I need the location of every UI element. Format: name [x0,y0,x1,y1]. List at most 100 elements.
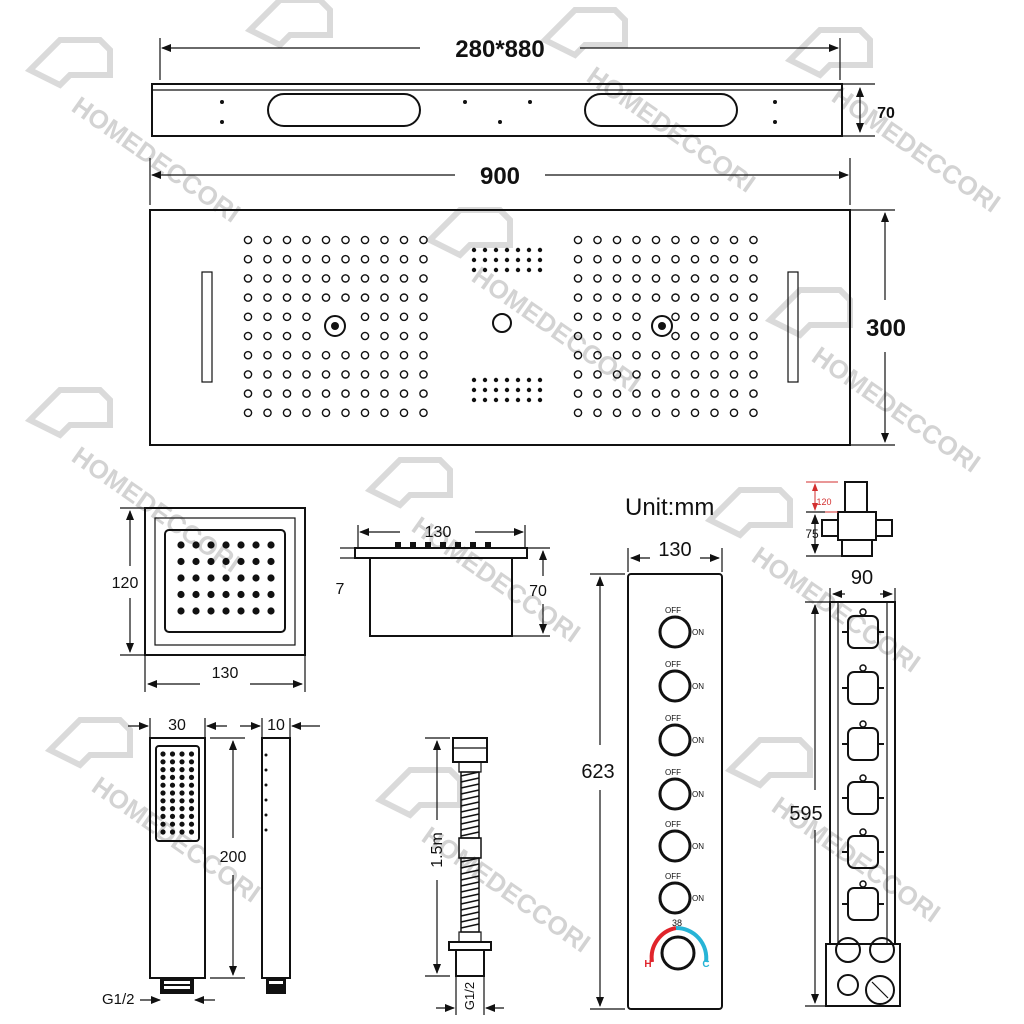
jet-nozzle [177,541,185,549]
jet-nozzle [222,607,230,615]
mist-nozzle [493,377,499,383]
hand-nozzle [169,790,176,796]
rain-nozzle [302,408,311,418]
hand-nozzle [179,798,185,804]
rain-nozzle [380,408,389,418]
rain-nozzle [282,254,292,264]
hand-nozzle [160,813,166,820]
valve-height-label: 595 [789,803,822,825]
hand-nozzle [169,782,176,788]
rain-nozzle [419,254,428,264]
rain-nozzle [573,389,583,398]
watermark-text: HOMEDECCORI [67,90,246,228]
rain-nozzle [419,274,428,283]
rain-nozzle [729,235,739,245]
rain-nozzle [263,274,272,283]
rain-nozzle [380,274,389,283]
valve-knob [842,774,884,815]
rain-nozzle [399,350,409,360]
mist-nozzle [537,257,543,263]
rain-nozzle [419,408,428,418]
rain-nozzle [380,331,389,341]
jet-nozzle [237,557,245,566]
rain-nozzle [651,370,661,379]
jet-nozzle [192,590,200,599]
rain-nozzle [282,312,292,322]
hand-nozzle [188,767,195,773]
jet-nozzle [222,541,230,549]
hand-nozzle [188,813,195,820]
rain-nozzle [263,408,272,418]
rain-nozzle [399,235,409,245]
rain-nozzle [671,370,680,379]
valve-top-dim-label: 120 [816,497,831,507]
rain-nozzle [380,370,389,379]
mist-nozzle [537,397,543,403]
rain-nozzle [263,293,272,302]
rain-nozzle [263,331,272,341]
side-jet-nozzles [177,541,275,615]
jet-nozzle [222,574,230,582]
rain-nozzle [243,350,253,360]
switch-on-label: ON [692,790,704,799]
hand-nozzle [169,798,176,804]
side-plate-thickness-label: 7 [336,581,345,598]
mist-nozzle [482,267,488,273]
rain-nozzle [321,408,331,418]
overhead-panel [149,209,851,446]
hand-thickness-label: 10 [267,717,285,734]
rain-nozzle [321,370,331,379]
switch-off-label: OFF [665,768,681,777]
mist-nozzle [526,387,532,393]
mist-nozzle [504,267,510,273]
rain-nozzle [399,331,409,341]
rain-nozzle [632,389,641,398]
rain-nozzle [671,235,680,245]
rain-nozzle [710,312,719,322]
rain-nozzle [593,350,602,360]
rain-nozzle [710,370,719,379]
rain-nozzle [360,235,370,245]
rain-nozzle [360,274,370,283]
rain-nozzle [380,389,389,398]
rain-nozzle [360,331,370,341]
rain-nozzle [690,235,700,245]
rain-nozzle [380,293,389,302]
hand-shower: 30 G1/2 10 200 [102,717,320,1008]
hand-nozzle [160,798,166,804]
rain-nozzle [593,254,602,264]
rain-nozzle [593,331,602,341]
rain-nozzle [749,274,758,283]
jet-nozzle [267,607,275,615]
rain-nozzle [729,254,739,264]
rain-nozzle [729,389,739,398]
hand-nozzle [179,767,185,773]
rain-nozzle [651,235,661,245]
mist-nozzle [537,247,543,253]
rain-nozzle [593,312,602,322]
mist-nozzle [471,257,477,263]
rain-nozzle [651,274,661,283]
rain-nozzle [419,350,428,360]
thermostat-value: 38 [672,918,682,928]
mist-nozzle [471,247,477,253]
rain-nozzle [612,293,622,302]
watermark-text: HOMEDECCORI [827,80,1006,218]
jet-nozzle [207,590,215,599]
jet-nozzle [207,557,215,566]
rain-nozzle [749,331,758,341]
jet-nozzle [192,557,200,566]
mist-nozzle [482,257,488,263]
hand-nozzle [160,829,166,835]
rain-nozzle [729,293,739,302]
rain-nozzle [341,254,350,264]
jet-nozzle [237,607,245,615]
jet-nozzle [177,574,185,582]
rain-nozzle [632,408,641,418]
rain-nozzle [243,389,253,398]
jet-nozzle [207,607,215,615]
rain-nozzle [710,408,719,418]
